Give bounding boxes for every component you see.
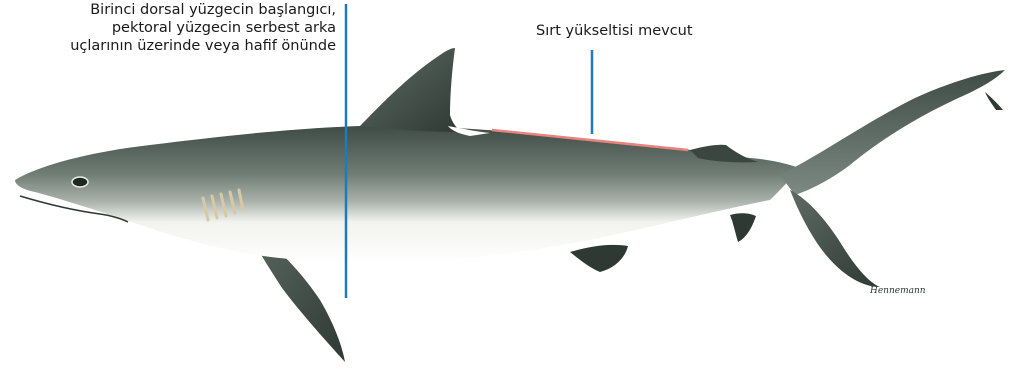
ridge-annotation: Sırt yükseltisi mevcut — [536, 22, 693, 40]
first-dorsal-fin — [360, 48, 462, 132]
artist-signature: Hennemann — [869, 286, 926, 296]
dorsal-origin-annotation: Birinci dorsal yüzgecin başlangıcı, pekt… — [70, 1, 336, 55]
shark-eye — [72, 177, 88, 187]
caudal-notch — [985, 92, 1003, 110]
pelvic-fin — [570, 245, 628, 272]
anal-fin — [730, 213, 756, 242]
caudal-fin-upper — [780, 70, 1005, 195]
shark-body — [15, 126, 800, 263]
caudal-fin-lower — [790, 190, 880, 287]
